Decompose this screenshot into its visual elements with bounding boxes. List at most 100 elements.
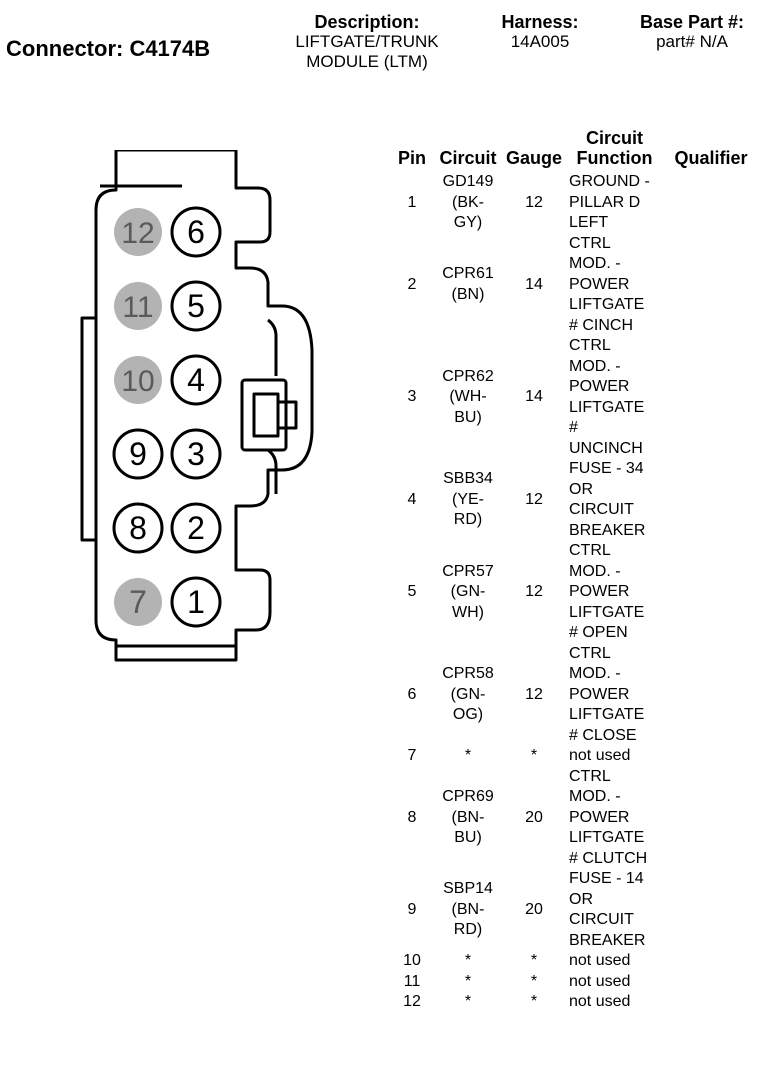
- cell-circuit-line: *: [464, 952, 472, 969]
- cavity-number-label: 6: [187, 214, 205, 250]
- cavity-5: [170, 280, 222, 332]
- cavity-1: [170, 576, 222, 628]
- cell-function-line: LIFTGATE: [569, 829, 645, 846]
- cell-circuit: CPR62(WH-BU): [432, 336, 504, 459]
- cell-circuit: *: [432, 972, 504, 993]
- cell-circuit: SBP14(BN-RD): [432, 869, 504, 951]
- col-header-function-line: Circuit: [585, 128, 643, 148]
- cell-circuit-line: CPR58: [442, 665, 494, 682]
- cell-gauge: 14: [525, 275, 543, 293]
- cavity-4: [170, 354, 222, 406]
- cell-circuit: CPR58(GN-OG): [432, 644, 504, 747]
- cell-circuit-line: *: [464, 747, 472, 764]
- cell-pin: 6: [407, 685, 417, 703]
- cell-gauge: 12: [525, 490, 543, 508]
- cell-function-line: CTRL: [569, 337, 611, 354]
- cell-gauge: 12: [525, 583, 543, 600]
- cell-pin: 10: [403, 952, 421, 969]
- cell-qualifier: [665, 336, 757, 459]
- cell-function-line: UNCINCH: [569, 439, 643, 457]
- table-row: 12**not used: [392, 992, 757, 1013]
- cell-circuit: CPR57 (GN- WH): [432, 541, 504, 644]
- cell-circuit-line: CPR61: [442, 265, 494, 283]
- cell-gauge: *: [530, 747, 538, 764]
- cell-circuit-line: GD149: [442, 173, 494, 190]
- cell-function: not used: [564, 992, 665, 1013]
- cell-gauge: *: [530, 993, 538, 1010]
- cell-circuit-line: (GN-: [450, 583, 486, 600]
- cell-function-line: POWER: [569, 275, 630, 293]
- cell-circuit-line: GY): [453, 214, 483, 231]
- cavity-number-label: 3: [187, 436, 205, 472]
- cell-gauge: 14: [525, 388, 543, 406]
- cell-gauge: *: [530, 972, 538, 990]
- cell-circuit-line: (GN-: [450, 685, 486, 703]
- cell-function-line: POWER: [569, 685, 630, 703]
- cavity-number-label: 7: [129, 584, 147, 620]
- cell-function-line: CIRCUIT: [569, 501, 634, 518]
- cell-qualifier: [665, 541, 757, 644]
- harness-label: Harness:: [501, 12, 579, 32]
- cell-gauge: 12: [525, 193, 543, 211]
- cell-function-line: LIFTGATE: [569, 603, 645, 621]
- cell-function-line: POWER: [569, 378, 630, 395]
- cell-qualifier: [665, 746, 757, 767]
- cell-circuit-line: SBB34: [443, 470, 493, 488]
- cell-circuit-line: CPR57: [442, 562, 494, 580]
- cell-function-line: CIRCUIT: [569, 911, 634, 928]
- cell-function-line: not used: [569, 952, 631, 969]
- cell-function-line: BREAKER: [569, 931, 646, 949]
- cavity-number-label: 11: [122, 291, 153, 324]
- cell-function-line: LIFTGATE: [569, 706, 645, 723]
- cell-function-line: # CLOSE: [569, 726, 637, 744]
- cell-function-line: MOD. -: [569, 255, 621, 272]
- harness-value: 14A005: [510, 32, 570, 51]
- cell-function-line: POWER: [569, 808, 630, 826]
- cell-pin: 12: [403, 993, 421, 1010]
- cell-qualifier: [665, 172, 757, 234]
- cell-pin: 8: [407, 808, 417, 826]
- cavity-number-label: 10: [121, 365, 154, 398]
- connector-lock-inner: [252, 392, 280, 438]
- cavity-12: [114, 208, 162, 256]
- cavity-number-label: 8: [129, 510, 147, 546]
- cell-function-line: POWER: [569, 583, 630, 600]
- cell-function-line: LEFT: [569, 214, 609, 231]
- cell-function-line: MOD. -: [569, 357, 621, 375]
- cell-function-line: OR: [569, 890, 593, 908]
- col-header-pin: Pin: [397, 148, 426, 168]
- cell-qualifier: [665, 951, 757, 972]
- connector-title: Connector: C4174B: [6, 36, 211, 61]
- cell-function-line: CTRL: [569, 767, 611, 785]
- cell-gauge: 20: [525, 808, 543, 826]
- cell-circuit-line: (BN-: [451, 808, 485, 826]
- cell-qualifier: [665, 869, 757, 951]
- cell-circuit-line: WH): [452, 603, 484, 621]
- description-header: Description: LIFTGATE/TRUNK MODULE (LTM): [272, 12, 462, 72]
- cell-pin: 3: [407, 388, 417, 406]
- cavity-3: [170, 428, 222, 480]
- base-part-header: Base Part #: part# N/A: [612, 12, 772, 52]
- cell-circuit: GD149(BK-GY): [432, 172, 504, 234]
- cell-circuit: SBB34(YE-RD): [432, 459, 504, 541]
- cell-gauge: 12: [525, 685, 543, 703]
- table-row: 11**not used: [392, 972, 757, 993]
- cell-circuit-line: *: [464, 972, 472, 990]
- cell-function-line: MOD. -: [569, 562, 621, 580]
- cell-qualifier: [665, 644, 757, 747]
- cell-function-line: LIFTGATE: [569, 296, 645, 313]
- cavity-10: [114, 356, 162, 404]
- cell-circuit-line: (YE-: [452, 490, 484, 508]
- connector-lock-tab: [240, 378, 288, 452]
